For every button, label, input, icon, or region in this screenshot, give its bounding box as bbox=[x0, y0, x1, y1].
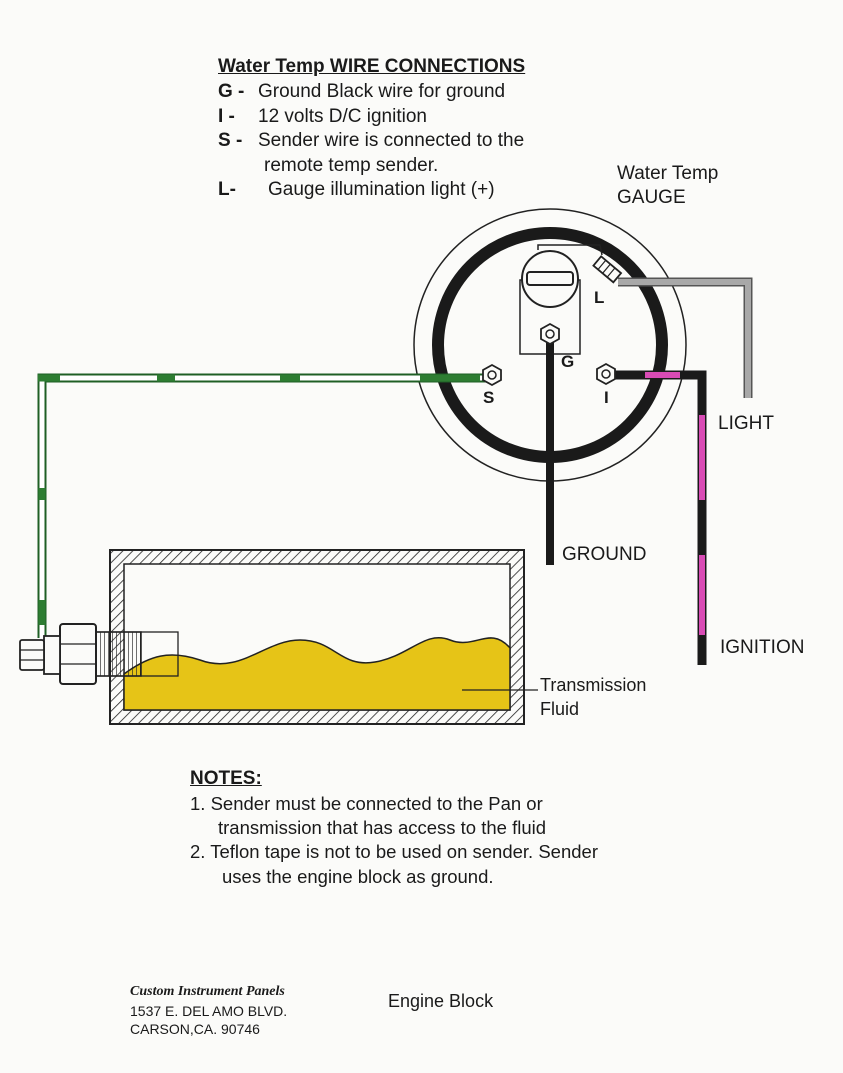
legend-key: G - bbox=[218, 81, 245, 102]
i-terminal-nut bbox=[596, 362, 616, 386]
legend-row-i: I - 12 volts D/C ignition bbox=[218, 106, 427, 128]
legend-text: Sender wire is connected to the bbox=[258, 130, 525, 151]
legend-row-s-cont: remote temp sender. bbox=[264, 155, 439, 176]
note-1-line1: 1. Sender must be connected to the Pan o… bbox=[190, 793, 543, 814]
legend-key: S - bbox=[218, 130, 243, 151]
ground-wire-label: GROUND bbox=[562, 544, 647, 565]
light-wire bbox=[618, 279, 751, 398]
terminal-label-g: G bbox=[561, 352, 575, 371]
sender-collar bbox=[43, 635, 61, 675]
fluid-label-line1: Transmission bbox=[540, 675, 647, 695]
l-terminal-connector bbox=[592, 255, 623, 284]
ignition-wire-label: IGNITION bbox=[720, 637, 805, 658]
s-terminal-nut bbox=[482, 363, 502, 387]
bulb-bracket bbox=[537, 244, 603, 256]
sender-hex-body bbox=[59, 623, 97, 685]
company-address-line1: 1537 E. DEL AMO BLVD. bbox=[130, 1003, 288, 1019]
gauge-title-line2: GAUGE bbox=[617, 187, 686, 208]
company-address-line2: CARSON,CA. 90746 bbox=[130, 1021, 260, 1037]
engine-block-label: Engine Block bbox=[388, 991, 494, 1011]
terminal-label-l: L bbox=[594, 288, 605, 307]
legend-text: Gauge illumination light (+) bbox=[268, 179, 495, 200]
legend-row-l: L- Gauge illumination light (+) bbox=[218, 179, 495, 201]
fluid-label-line2: Fluid bbox=[540, 699, 580, 719]
legend-text: Ground Black wire for ground bbox=[258, 81, 506, 102]
note-2-line1: 2. Teflon tape is not to be used on send… bbox=[190, 841, 598, 862]
legend-key: L- bbox=[218, 179, 236, 200]
note-2-line2: uses the engine block as ground. bbox=[222, 866, 494, 887]
legend-row-s: S - Sender wire is connected to the bbox=[218, 130, 524, 152]
g-terminal-nut bbox=[540, 322, 560, 346]
terminal-label-s: S bbox=[483, 388, 495, 407]
note-1-line2: transmission that has access to the flui… bbox=[218, 817, 547, 838]
company-name: Custom Instrument Panels bbox=[130, 984, 285, 999]
terminal-label-i: I bbox=[604, 388, 609, 407]
light-wire-label: LIGHT bbox=[718, 413, 774, 434]
legend-row-g: G - Ground Black wire for ground bbox=[218, 81, 505, 103]
transmission-fluid bbox=[123, 637, 511, 711]
legend-title: Water Temp WIRE CONNECTIONS bbox=[218, 56, 526, 77]
gauge-title-line1: Water Temp bbox=[617, 163, 719, 184]
light-wire-outline bbox=[618, 277, 753, 398]
sender-threads bbox=[95, 631, 142, 677]
legend-text: 12 volts D/C ignition bbox=[258, 106, 427, 127]
notes-title: NOTES: bbox=[190, 768, 262, 789]
bulb-slot bbox=[526, 271, 574, 286]
sender-wire-green-stripes bbox=[38, 374, 480, 625]
legend-key: I - bbox=[218, 106, 235, 127]
ignition-wire bbox=[606, 370, 707, 665]
sender-terminal-nut bbox=[19, 639, 45, 671]
